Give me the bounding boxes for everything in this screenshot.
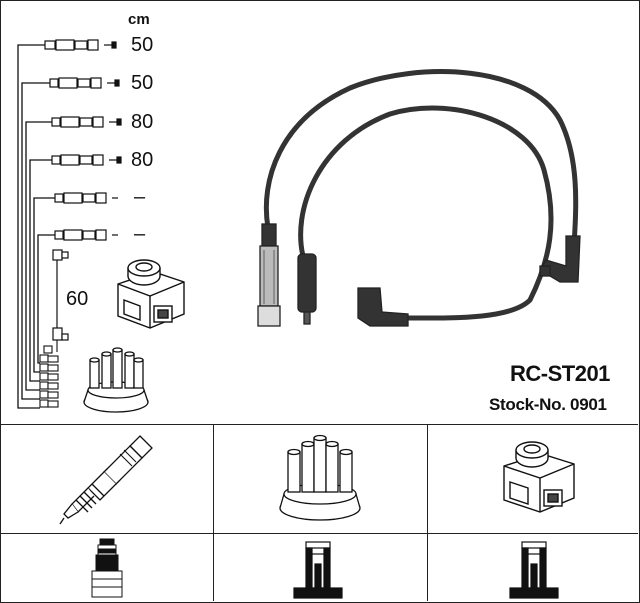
plug-connector-icon [91,538,123,598]
cable-length-6: – [134,223,146,245]
grid-divider-1 [213,424,214,601]
cable-length-3: 80 [131,111,154,133]
cap-terminal-icon [293,541,343,599]
grid-top-border [0,424,638,425]
ignition-cable-set-photo [257,69,581,327]
coil-boot [297,253,317,325]
ignition-coil-icon [117,259,185,329]
distributor-cap-icon [279,434,361,521]
stock-number: Stock-No. 0901 [489,395,607,414]
cable-length-1: 50 [131,34,154,56]
spark-plug-icon [59,435,153,525]
cable-length-5: – [134,186,146,208]
schematic-panel: cm 50 50 80 80 – – 60 [17,11,610,414]
angled-boot [539,235,581,283]
spark-plug-boot [257,223,281,327]
ignition-coil-icon [503,441,575,513]
cable-length-4: 80 [131,149,154,171]
distributor-cap-icon [83,347,149,413]
model-number: RC-ST201 [510,361,610,386]
unit-label: cm [128,11,150,28]
cable-length-2: 50 [131,72,154,94]
distributor-boot [357,287,409,327]
cable-schematic [17,39,122,409]
coil-terminal-icon [509,541,559,599]
cable-end-1 [44,39,99,51]
cable-length-7: 60 [66,288,89,310]
grid-divider-2 [427,424,428,601]
grid-middle-border [0,533,638,534]
